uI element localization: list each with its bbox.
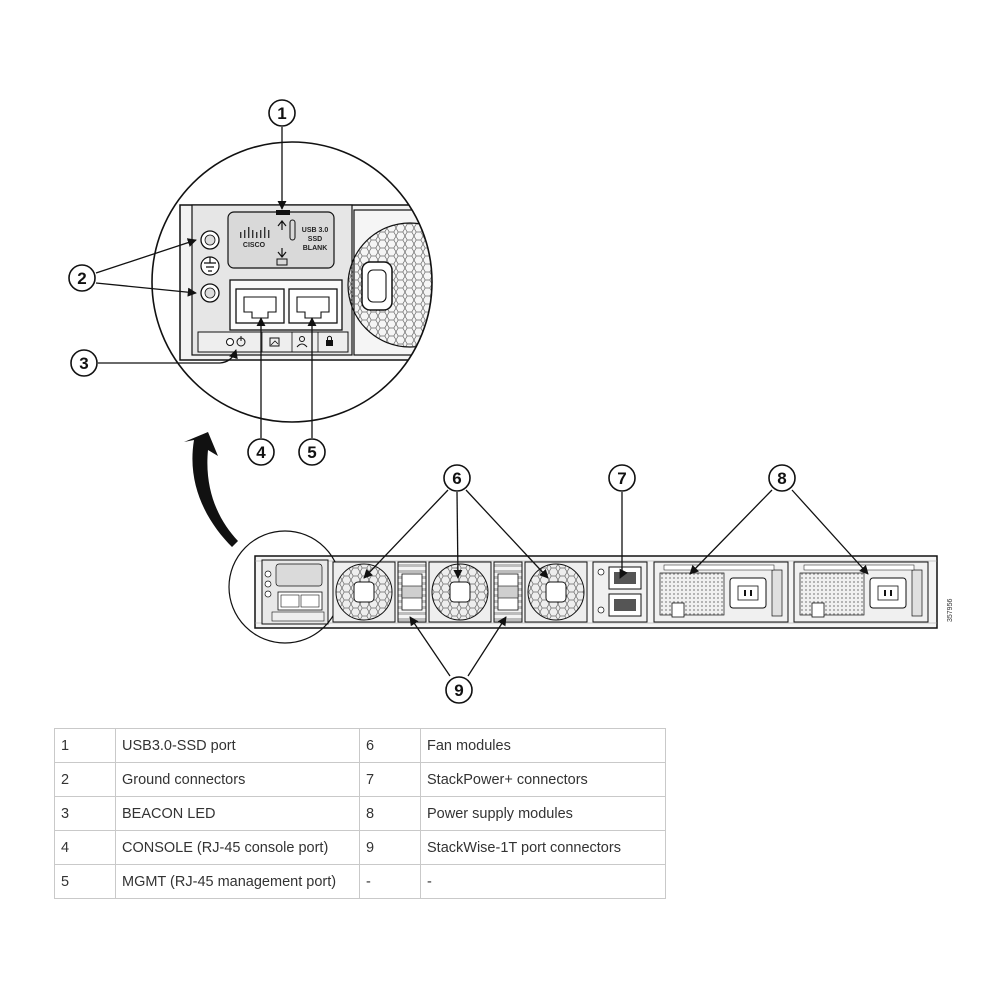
legend-number: 7 — [359, 762, 421, 797]
power-supply-module-1 — [653, 561, 789, 623]
svg-text:1: 1 — [277, 104, 286, 123]
svg-text:4: 4 — [256, 443, 266, 462]
callout-5: 5 — [298, 438, 326, 466]
leader-6b — [453, 491, 463, 579]
leader-2a — [95, 238, 197, 274]
legend-number: 2 — [54, 762, 116, 797]
legend-number: 3 — [54, 796, 116, 831]
leader-6c — [465, 489, 549, 579]
callout-2: 2 — [68, 264, 96, 292]
fan-module-detail — [347, 209, 432, 356]
callout-6: 6 — [443, 464, 471, 492]
stackwise-connector-2 — [493, 561, 523, 623]
callout-4: 4 — [247, 438, 275, 466]
svg-text:3: 3 — [79, 354, 88, 373]
beacon-led — [226, 338, 234, 346]
figure-id: 357956 — [947, 599, 954, 622]
legend-description: - — [420, 864, 666, 899]
legend-number: - — [359, 864, 421, 899]
legend-number: 9 — [359, 830, 421, 865]
leader-2b — [95, 282, 197, 297]
legend-number: 1 — [54, 728, 116, 763]
magnified-view: CISCO USB 3.0 SSD BLANK — [151, 141, 433, 423]
mgmt-label-icon — [296, 336, 308, 348]
legend-description: BEACON LED — [115, 796, 360, 831]
arrow-up-icon — [277, 220, 287, 230]
ground-connector-top — [200, 230, 220, 250]
stackwise-connector-1 — [397, 561, 427, 623]
chassis-rear-view: 357956 — [228, 530, 954, 644]
legend-number: 8 — [359, 796, 421, 831]
power-supply-module-2 — [793, 561, 929, 623]
usb-label-line2: SSD — [308, 236, 322, 243]
beacon-power-icon — [236, 336, 246, 347]
mgmt-panel-small — [261, 559, 329, 625]
table-row: 1 USB3.0-SSD port 6 Fan modules — [54, 728, 666, 763]
leader-8b — [791, 489, 869, 575]
legend-number: 6 — [359, 728, 421, 763]
callout-8: 8 — [768, 464, 796, 492]
svg-text:5: 5 — [307, 443, 316, 462]
svg-text:8: 8 — [777, 469, 786, 488]
svg-text:9: 9 — [454, 681, 463, 700]
console-port — [235, 288, 285, 324]
legend-description: Ground connectors — [115, 762, 360, 797]
leader-8a — [689, 489, 773, 575]
console-label-icon — [269, 337, 280, 347]
fan-module-2 — [428, 561, 492, 623]
legend-description: StackWise-1T port connectors — [420, 830, 666, 865]
svg-text:6: 6 — [452, 469, 461, 488]
table-row: 3 BEACON LED 8 Power supply modules — [54, 796, 666, 831]
ground-connector-bottom — [200, 283, 220, 303]
legend-description: CONSOLE (RJ-45 console port) — [115, 830, 360, 865]
callout-7: 7 — [608, 464, 636, 492]
callout-legend-table: 1 USB3.0-SSD port 6 Fan modules 2 Ground… — [54, 728, 666, 899]
leader-9b — [467, 616, 507, 677]
legend-description: USB3.0-SSD port — [115, 728, 360, 763]
fan-module-3 — [524, 561, 588, 623]
cisco-brand-text: CISCO — [243, 242, 266, 249]
leader-lines — [95, 127, 869, 677]
ground-symbol-icon — [200, 256, 220, 276]
leader-9a — [409, 616, 451, 677]
lock-icon — [326, 335, 333, 346]
arrow-down-icon — [277, 248, 287, 258]
fan-module-1 — [332, 561, 396, 623]
usb-ssd-port — [276, 210, 290, 215]
mgmt-port — [288, 288, 338, 324]
svg-text:7: 7 — [617, 469, 626, 488]
callout-1: 1 — [268, 99, 296, 127]
legend-description: Power supply modules — [420, 796, 666, 831]
svg-text:2: 2 — [77, 269, 86, 288]
leader-3 — [98, 349, 238, 364]
legend-description: Fan modules — [420, 728, 666, 763]
magnifier-circle — [151, 141, 433, 423]
stackpower-connectors — [592, 561, 648, 623]
callout-9: 9 — [445, 676, 473, 704]
table-row: 4 CONSOLE (RJ-45 console port) 9 StackWi… — [54, 830, 666, 865]
legend-description: MGMT (RJ-45 management port) — [115, 864, 360, 899]
usb-label-line3: BLANK — [303, 245, 328, 252]
switch-rear-panel-diagram: CISCO USB 3.0 SSD BLANK — [68, 99, 954, 704]
cisco-logo: CISCO — [240, 227, 270, 249]
leader-7 — [619, 492, 628, 579]
legend-description: StackPower+ connectors — [420, 762, 666, 797]
leader-6a — [363, 489, 449, 579]
table-row: 5 MGMT (RJ-45 management port) - - — [54, 864, 666, 899]
legend-number: 5 — [54, 864, 116, 899]
usb-label-line1: USB 3.0 — [302, 227, 329, 234]
legend-number: 4 — [54, 830, 116, 865]
callout-3: 3 — [70, 349, 98, 377]
magnify-arrow — [184, 432, 238, 547]
table-row: 2 Ground connectors 7 StackPower+ connec… — [54, 762, 666, 797]
